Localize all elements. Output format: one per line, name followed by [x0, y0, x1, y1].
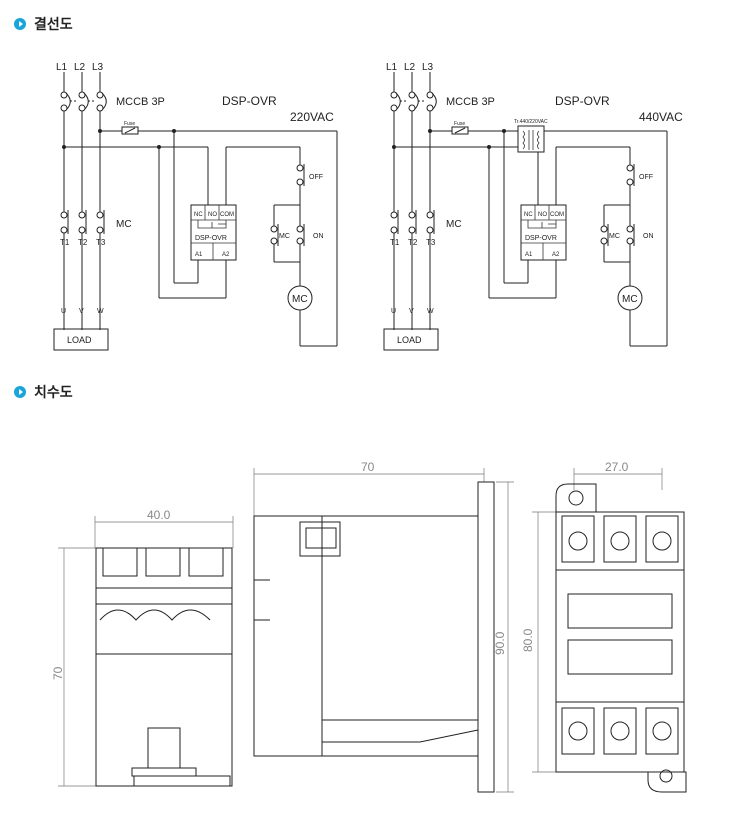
- wiring-diagram-220: L1 L2 L3 MCCB 3P DSP-OVR 220VAC Fuse MC …: [53, 62, 338, 351]
- phase-label: L3: [92, 62, 104, 73]
- relay-coil-label: A1: [195, 252, 203, 258]
- output-label: W: [427, 308, 434, 315]
- side-width-label: 70: [361, 460, 375, 474]
- relay-coil-label: A2: [552, 252, 560, 258]
- off-switch-label: OFF: [639, 174, 653, 181]
- dimension-section-header: 치수도: [14, 382, 73, 402]
- output-label: U: [61, 308, 66, 315]
- terminal-label: T2: [408, 238, 418, 247]
- terminal-label: T3: [426, 238, 436, 247]
- wiring-section-header: 결선도: [14, 14, 73, 34]
- voltage-label: 220VAC: [290, 110, 334, 124]
- phase-label: L2: [404, 62, 416, 73]
- phase-label: L2: [74, 62, 86, 73]
- transformer-label: Tr.440/220VAC: [514, 119, 548, 125]
- side-view: 70 90.0: [253, 460, 514, 793]
- output-label: V: [79, 308, 84, 315]
- back-height-label: 80.0: [521, 628, 535, 652]
- terminal-label: T1: [390, 238, 400, 247]
- on-switch-label: ON: [313, 233, 324, 240]
- relay-coil-label: A2: [222, 252, 230, 258]
- relay-contact-label: COM: [550, 212, 564, 218]
- relay-contact-label: NO: [538, 212, 547, 218]
- fuse-label: Fuse: [124, 121, 135, 127]
- relay-name-label: DSP-OVR: [525, 235, 557, 242]
- terminal-label: T3: [96, 238, 106, 247]
- phase-label: L1: [56, 62, 68, 73]
- breaker-label: MCCB 3P: [446, 96, 495, 108]
- mc-aux-label: MC: [609, 233, 620, 240]
- relay-contact-label: COM: [220, 212, 234, 218]
- terminal-label: T2: [78, 238, 88, 247]
- section-bullet-icon: [14, 18, 26, 30]
- relay-contact-label: NO: [208, 212, 217, 218]
- on-switch-label: ON: [643, 233, 654, 240]
- motor-label: MC: [292, 294, 308, 305]
- breaker-label: MCCB 3P: [116, 96, 165, 108]
- voltage-label: 440VAC: [639, 110, 683, 124]
- load-label: LOAD: [67, 335, 92, 345]
- fuse-label: Fuse: [454, 121, 465, 127]
- device-label: DSP-OVR: [222, 94, 277, 108]
- output-label: U: [391, 308, 396, 315]
- device-label: DSP-OVR: [555, 94, 610, 108]
- front-width-label: 40.0: [147, 508, 171, 522]
- output-label: V: [409, 308, 414, 315]
- relay-contact-label: NC: [524, 212, 533, 218]
- load-label: LOAD: [397, 335, 422, 345]
- dimension-section-title: 치수도: [34, 385, 73, 401]
- back-view: 27.0 80.0: [521, 460, 687, 793]
- motor-label: MC: [622, 294, 638, 305]
- phase-label: L1: [386, 62, 398, 73]
- relay-name-label: DSP-OVR: [195, 235, 227, 242]
- relay-coil-label: A1: [525, 252, 533, 258]
- output-label: W: [97, 308, 104, 315]
- section-bullet-icon: [14, 386, 26, 398]
- side-height-label: 90.0: [493, 631, 507, 655]
- wiring-diagram-440: L1 L2 L3 MCCB 3P DSP-OVR 440VAC Fuse Tr.…: [383, 62, 683, 351]
- mc-aux-label: MC: [279, 233, 290, 240]
- terminal-label: T1: [60, 238, 70, 247]
- contactor-label: MC: [116, 219, 132, 230]
- off-switch-label: OFF: [309, 174, 323, 181]
- front-view: 40.0 70: [51, 508, 234, 787]
- phase-label: L3: [422, 62, 434, 73]
- back-width-label: 27.0: [605, 460, 629, 474]
- contactor-label: MC: [446, 219, 462, 230]
- front-height-label: 70: [51, 666, 65, 680]
- wiring-section-title: 결선도: [34, 17, 73, 33]
- relay-contact-label: NC: [194, 212, 203, 218]
